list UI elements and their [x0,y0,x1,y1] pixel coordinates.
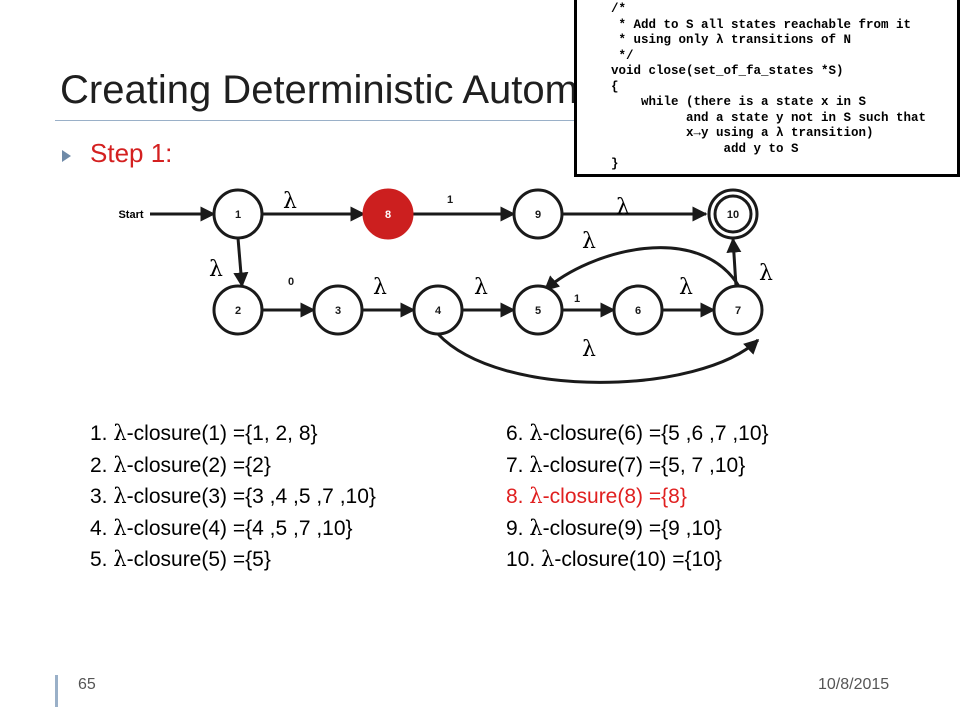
edge-label-3-4: λ [373,275,387,300]
closure-item-number: 6. [506,422,530,445]
closure-list-left: 1. λ-closure(1) ={1, 2, 8}2. λ-closure(2… [90,418,376,576]
edge-label-5-6: 1 [574,293,580,305]
state-node-4 [412,284,464,336]
closure-item: 9. λ-closure(9) ={9 ,10} [506,513,769,545]
closure-item-text: -closure(5) ={5} [126,548,271,571]
closure-item-number: 4. [90,516,114,540]
lambda-symbol: λ [113,452,127,477]
closure-item-number: 10. [506,548,542,571]
edge-label-1-8: λ [283,189,297,214]
slide-footer: 65 10/8/2015 [0,660,960,720]
closure-item-text: -closure(10) ={10} [554,548,722,571]
closure-item-text: -closure(8) ={8} [542,485,687,508]
edge-label-9-10: λ [616,195,630,220]
state-node-6 [612,284,664,336]
closure-item: 3. λ-closure(3) ={3 ,4 ,5 ,7 ,10} [90,481,376,513]
closure-item-text: -closure(2) ={2} [126,453,271,477]
state-node-2 [212,284,264,336]
lambda-symbol: λ [113,484,127,508]
step-label: Step 1: [90,138,173,168]
closure-item: 7. λ-closure(7) ={5, 7 ,10} [506,450,769,482]
state-label-2: 2 [235,305,241,317]
closure-item-number: 8. [506,485,530,508]
closure-item-text: -closure(9) ={9 ,10} [542,516,722,540]
state-node-3 [312,284,364,336]
edge-label-1-2: λ [209,257,223,282]
state-label-9: 9 [535,209,541,221]
closure-item-text: -closure(7) ={5, 7 ,10} [542,453,746,477]
state-label-4: 4 [435,305,442,317]
edge-label-2-3: 0 [288,276,294,288]
closure-item: 6. λ-closure(6) ={5 ,6 ,7 ,10} [506,418,769,450]
closure-item: 4. λ-closure(4) ={4 ,5 ,7 ,10} [90,513,376,545]
closure-item-text: -closure(6) ={5 ,6 ,7 ,10} [542,422,769,445]
state-node-9 [512,188,564,240]
edge-1-2 [233,237,249,288]
closure-item: 8. λ-closure(8) ={8} [506,481,769,513]
edge-4-7 [436,332,760,384]
lambda-symbol: λ [541,547,555,571]
page-number: 65 [78,676,96,693]
closure-item: 2. λ-closure(2) ={2} [90,450,376,482]
code-snippet-box: /* * Add to S all states reachable from … [574,0,960,177]
edge-label-6-7: λ [679,275,693,300]
edge-7-10 [726,237,742,287]
closure-item-number: 1. [90,422,114,445]
closure-item-number: 3. [90,485,114,508]
state-label-6: 6 [635,305,641,317]
state-label-5: 5 [535,305,541,317]
edge-label-8-9: 1 [447,194,453,206]
state-label-7: 7 [735,305,741,317]
state-label-10: 10 [727,209,739,221]
edge-7-5 [543,246,742,292]
lambda-symbol: λ [113,421,127,445]
closure-item-number: 9. [506,516,530,540]
lambda-symbol: λ [113,547,127,571]
edge-label-4-5: λ [474,275,488,300]
state-node-10-inner [713,194,753,234]
state-node-8 [362,188,414,240]
state-label-8: 8 [385,209,391,221]
footer-accent-bar [55,675,58,707]
closure-item-number: 2. [90,453,114,477]
start-label: Start [118,209,143,221]
state-node-1 [212,188,264,240]
closure-item-text: -closure(1) ={1, 2, 8} [126,422,318,445]
state-label-3: 3 [335,305,341,317]
lambda-symbol: λ [529,421,543,445]
closure-item-text: -closure(3) ={3 ,4 ,5 ,7 ,10} [126,485,376,508]
slide-title: Creating Deterministic Automata [60,68,634,112]
closure-item: 10. λ-closure(10) ={10} [506,544,769,576]
state-node-5 [512,284,564,336]
slide-date: 10/8/2015 [818,676,890,693]
closure-item-number: 5. [90,548,114,571]
edge-label-7-5: λ [582,229,596,254]
close-function-code: /* * Add to S all states reachable from … [611,2,927,171]
title-divider [55,120,960,121]
closure-list-right: 6. λ-closure(6) ={5 ,6 ,7 ,10}7. λ-closu… [506,418,769,576]
edge-label-4-7: λ [582,337,596,362]
bullet-arrow-icon [62,150,71,162]
state-label-1: 1 [235,209,241,221]
lambda-symbol: λ [113,515,127,540]
closure-item: 5. λ-closure(5) ={5} [90,544,376,576]
lambda-symbol: λ [529,515,543,540]
lambda-symbol: λ [529,484,543,508]
state-node-7 [712,284,764,336]
lambda-symbol: λ [529,452,543,477]
closure-item: 1. λ-closure(1) ={1, 2, 8} [90,418,376,450]
closure-item-text: -closure(4) ={4 ,5 ,7 ,10} [126,516,353,540]
edge-label-7-10: λ [759,261,773,286]
closure-item-number: 7. [506,453,530,477]
